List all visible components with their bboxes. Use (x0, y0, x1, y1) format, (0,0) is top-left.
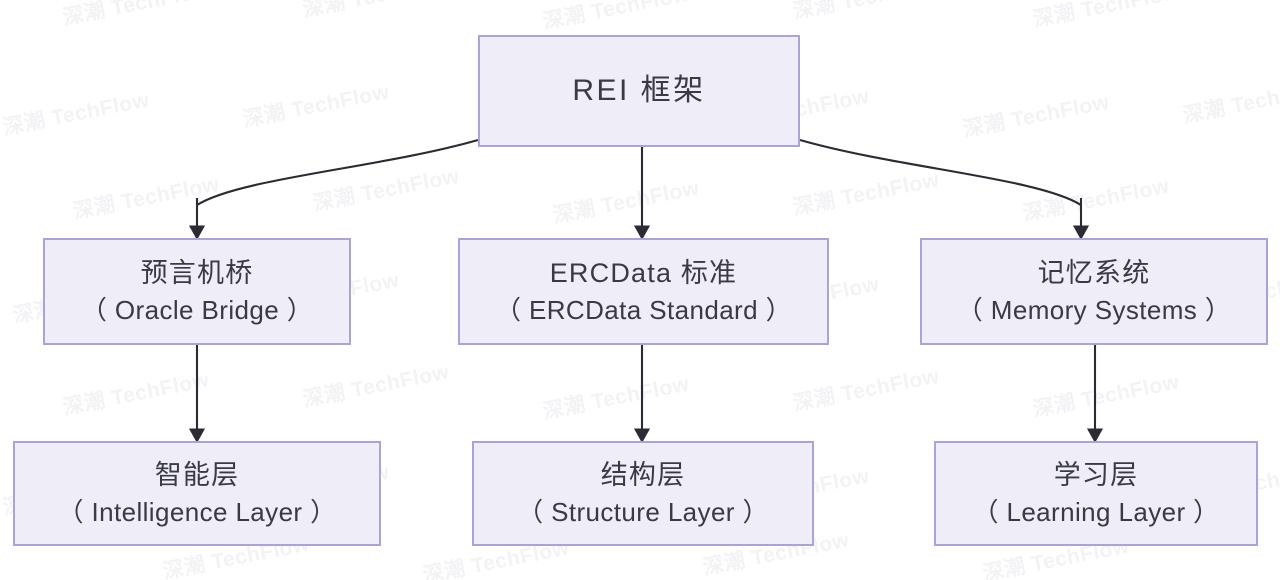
node-learning-layer[interactable]: 学习层 （ Learning Layer ） (934, 441, 1258, 546)
node-intelligence-layer-secondary-label: （ Intelligence Layer ） (57, 497, 337, 528)
watermark-text: 深潮 TechFlow (540, 0, 692, 34)
node-ercdata-standard[interactable]: ERCData 标准 （ ERCData Standard ） (458, 238, 829, 345)
watermark-text: 深潮 TechFlow (300, 0, 452, 23)
node-rei-framework[interactable]: REI 框架 (478, 35, 800, 147)
node-learning-layer-primary-label: 学习层 (1053, 459, 1139, 490)
node-rei-framework-primary-label: REI 框架 (572, 73, 706, 107)
edge-root-to-memory-systems (799, 138, 1082, 206)
node-learning-layer-secondary-label: （ Learning Layer ） (972, 497, 1220, 528)
watermark-text: 深潮 TechFlow (240, 80, 392, 132)
watermark-text: 深潮 TechFlow (60, 368, 212, 420)
watermark-text: 深潮 TechFlow (540, 372, 692, 424)
node-oracle-bridge[interactable]: 预言机桥 （ Oracle Bridge ） (43, 238, 351, 345)
watermark-text: 深潮 TechFlow (790, 168, 942, 220)
watermark-text: 深潮 TechFlow (0, 88, 152, 140)
node-ercdata-standard-secondary-label: （ ERCData Standard ） (494, 295, 792, 326)
watermark-text: 深潮 TechFlow (1030, 370, 1182, 422)
node-structure-layer-primary-label: 结构层 (600, 459, 686, 490)
watermark-text: 深潮 TechFlow (300, 360, 452, 412)
watermark-text: 深潮 TechFlow (1180, 76, 1280, 128)
node-oracle-bridge-primary-label: 预言机桥 (140, 257, 254, 288)
node-intelligence-layer[interactable]: 智能层 （ Intelligence Layer ） (13, 441, 381, 546)
node-ercdata-standard-primary-label: ERCData 标准 (549, 257, 738, 288)
watermark-text: 深潮 TechFlow (310, 164, 462, 216)
watermark-text: 深潮 TechFlow (1020, 174, 1172, 226)
watermark-text: 深潮 TechFlow (1030, 0, 1182, 32)
node-structure-layer[interactable]: 结构层 （ Structure Layer ） (472, 441, 814, 546)
node-memory-systems-primary-label: 记忆系统 (1037, 257, 1151, 288)
node-oracle-bridge-secondary-label: （ Oracle Bridge ） (80, 295, 314, 326)
watermark-text: 深潮 TechFlow (550, 176, 702, 228)
node-structure-layer-secondary-label: （ Structure Layer ） (517, 497, 769, 528)
watermark-text: 深潮 TechFlow (790, 0, 942, 25)
node-intelligence-layer-primary-label: 智能层 (154, 459, 240, 490)
node-memory-systems[interactable]: 记忆系统 （ Memory Systems ） (920, 238, 1268, 345)
node-memory-systems-secondary-label: （ Memory Systems ） (956, 295, 1232, 326)
edge-root-to-oracle-bridge (196, 138, 479, 206)
watermark-text: 深潮 TechFlow (60, 0, 212, 30)
watermark-text: 深潮 TechFlow (960, 90, 1112, 142)
watermark-text: 深潮 TechFlow (70, 172, 222, 224)
watermark-text: 深潮 TechFlow (790, 364, 942, 416)
